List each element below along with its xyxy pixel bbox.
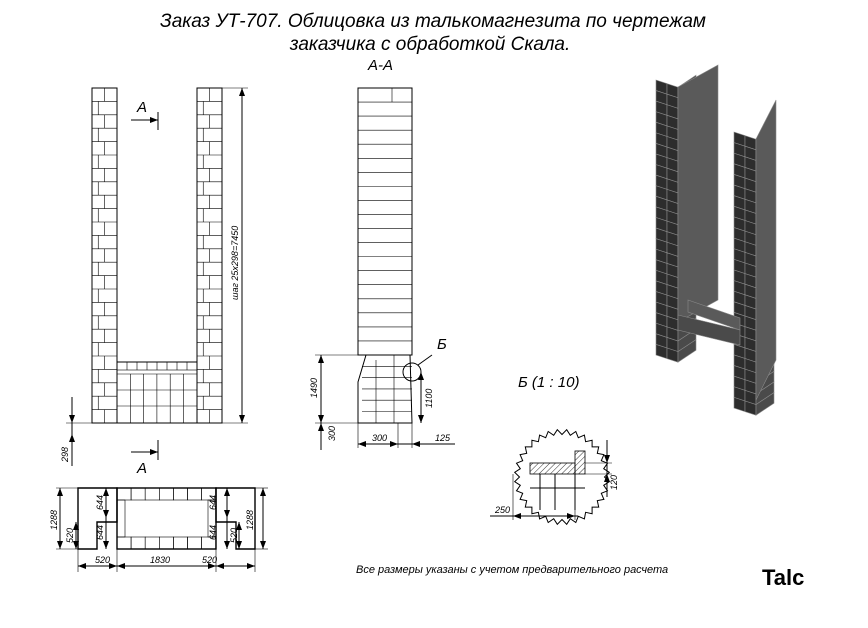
plan-brick bbox=[144, 487, 160, 501]
plan-dim-644-d: 644 bbox=[208, 525, 218, 540]
plan-brick bbox=[116, 487, 132, 501]
front-base bbox=[116, 361, 198, 424]
section-arrowhead-top bbox=[150, 117, 158, 123]
plan-dim-520-left: 520 bbox=[65, 528, 75, 543]
plan-brick bbox=[159, 487, 174, 501]
detail-dim-120: 120 bbox=[609, 475, 619, 490]
plan-dim-1288-left: 1288 bbox=[49, 510, 59, 530]
render-3d-view bbox=[655, 64, 777, 416]
detail-circle bbox=[402, 362, 422, 382]
detail-hatch-post bbox=[574, 450, 586, 475]
plan-brick bbox=[173, 487, 188, 501]
tower-right-back bbox=[755, 99, 777, 401]
plan-dim-644-b: 644 bbox=[95, 525, 105, 540]
plan-brick bbox=[144, 536, 160, 550]
title-line-2: заказчика с обработкой Скала. bbox=[289, 34, 571, 55]
plan-brick bbox=[116, 536, 132, 550]
dim-300-vertical: 300 bbox=[327, 426, 337, 441]
dim-1100: 1100 bbox=[424, 389, 434, 408]
logo-text: Talc bbox=[762, 565, 804, 590]
front-elevation: А А шаг 25х298=7450 298 bbox=[60, 87, 248, 477]
detail-b: Б (1 : 10) 120 250 bbox=[490, 374, 619, 526]
talc-logo: Talc bbox=[762, 565, 804, 590]
plan-view: 1288 520 644 644 644 644 520 1288 bbox=[49, 487, 268, 572]
detail-marker: Б bbox=[437, 336, 447, 353]
detail-leader bbox=[417, 354, 433, 366]
sec-base-outline bbox=[357, 354, 413, 424]
front-left-column bbox=[91, 87, 118, 424]
section-marker-bottom: А bbox=[136, 460, 147, 477]
section-base bbox=[357, 354, 413, 424]
title-line-1: Заказ УТ-707. Облицовка из талькомагнези… bbox=[160, 11, 706, 32]
detail-break-outline bbox=[513, 428, 611, 526]
plan-brick bbox=[173, 536, 188, 550]
plan-brick bbox=[130, 487, 146, 501]
plan-brick bbox=[159, 536, 174, 550]
plan-center-outline bbox=[116, 487, 217, 550]
sec-col-outline bbox=[357, 87, 413, 356]
plan-dim-520-br: 520 bbox=[202, 555, 217, 565]
plan-dim-1830: 1830 bbox=[150, 555, 170, 565]
section-marker-top: А bbox=[136, 99, 147, 116]
plan-brick bbox=[130, 536, 146, 550]
plan-brick bbox=[187, 487, 202, 501]
bridge bbox=[677, 314, 741, 346]
detail-dim-250: 250 bbox=[494, 505, 510, 515]
section-column bbox=[357, 87, 413, 356]
plan-side bbox=[116, 499, 126, 538]
dim-height-step: шаг 25х298=7450 bbox=[230, 226, 240, 300]
tower-left-side bbox=[677, 339, 697, 363]
plan-brick bbox=[187, 536, 202, 550]
detail-view-title: Б (1 : 10) bbox=[518, 374, 579, 391]
footnote: Все размеры указаны с учетом предварител… bbox=[356, 564, 668, 576]
plan-dim-520-right: 520 bbox=[229, 528, 239, 543]
front-right-column bbox=[196, 87, 223, 424]
tower-left-back bbox=[677, 64, 719, 323]
plan-dim-1288-right: 1288 bbox=[245, 510, 255, 530]
plan-dim-644-c: 644 bbox=[208, 495, 218, 510]
detail-hatch-slab bbox=[529, 462, 576, 475]
plan-dim-520-bl: 520 bbox=[95, 555, 110, 565]
section-view-title: А-А bbox=[367, 57, 393, 74]
bridge-top bbox=[687, 299, 741, 331]
plan-bricks bbox=[116, 487, 217, 550]
section-arrowhead-bottom bbox=[150, 449, 158, 455]
section-a-a: А-А Б 1490 300 1100 300 125 bbox=[309, 57, 455, 450]
plan-dim-644-a: 644 bbox=[95, 495, 105, 510]
tower-right-side bbox=[755, 392, 775, 416]
dim-125: 125 bbox=[435, 433, 451, 443]
dim-1490: 1490 bbox=[309, 378, 319, 398]
dim-298: 298 bbox=[60, 447, 70, 463]
dim-300: 300 bbox=[372, 433, 387, 443]
